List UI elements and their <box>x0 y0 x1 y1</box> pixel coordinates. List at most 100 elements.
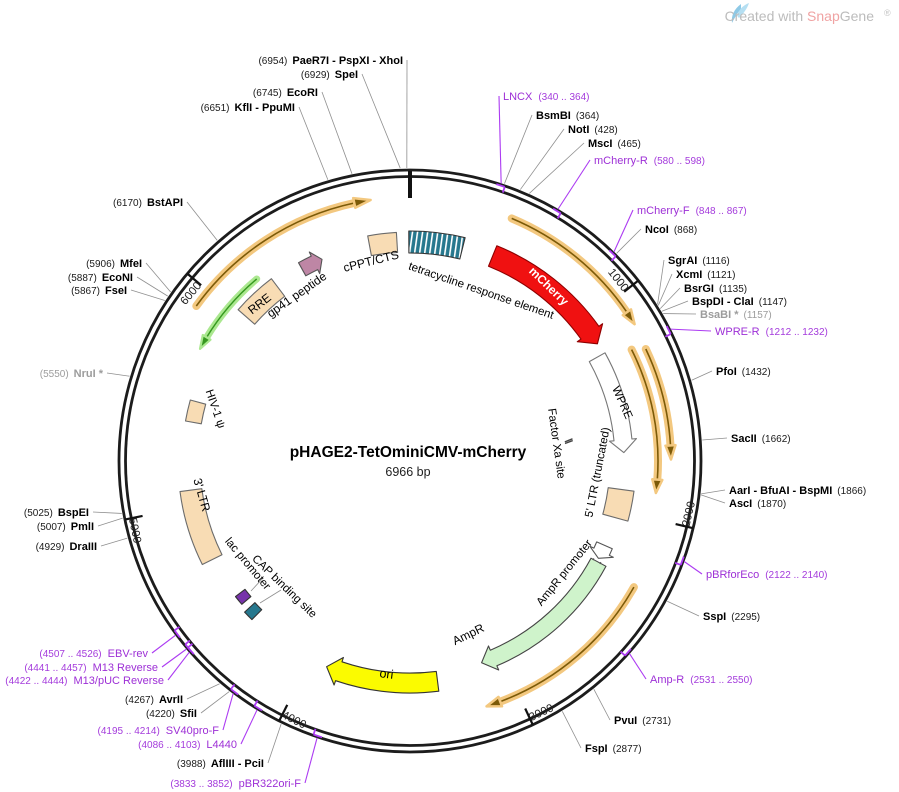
enzyme-label-bstapi[interactable]: (6170)BstAPI <box>113 197 183 209</box>
primer-label-lncx[interactable]: LNCX(340 .. 364) <box>503 91 590 103</box>
enzyme-label-draiii[interactable]: (4929)DraIII <box>36 541 97 553</box>
enzyme-label-pmli[interactable]: (5007)PmlI <box>37 521 94 533</box>
enzyme-label-bsabi[interactable]: BsaBI *(1157) <box>700 309 772 321</box>
leader-line <box>298 106 329 180</box>
primer-label-pbr322ori-f[interactable]: (3833 .. 3852)pBR322ori-F <box>170 778 301 790</box>
primer-label-pbrforeco[interactable]: pBRforEco(2122 .. 2140) <box>706 569 827 581</box>
enzyme-label-ecori[interactable]: (6745)EcoRI <box>253 87 318 99</box>
enzyme-label-paer7i-pspxi-xhoi[interactable]: (6954)PaeR7I - PspXI - XhoI <box>258 55 403 67</box>
leader-line <box>186 683 220 700</box>
enzyme-label-msci[interactable]: MscI(465) <box>588 138 641 150</box>
enzyme-label-sacii[interactable]: SacII(1662) <box>731 433 791 445</box>
feature-cap-binding-site[interactable] <box>244 602 263 621</box>
leader-line <box>593 688 611 721</box>
promoter-boundary-dash <box>599 561 602 565</box>
enzyme-label-sfii[interactable]: (4220)SfiI <box>146 708 197 720</box>
enzyme-label-pvui[interactable]: PvuI(2731) <box>614 715 671 727</box>
primer-label-wpre-r[interactable]: WPRE-R(1212 .. 1232) <box>715 326 828 338</box>
enzyme-label-aari-bfuai-bspmi[interactable]: AarI - BfuAI - BspMI(1866) <box>729 485 866 497</box>
plasmid-title: pHAGE2-TetOminiCMV-mCherry <box>290 444 527 461</box>
enzyme-label-sgrai[interactable]: SgrAI(1116) <box>668 255 730 267</box>
feature-ampr[interactable] <box>481 557 607 671</box>
primer-mark-mcherry-f <box>608 249 617 262</box>
enzyme-label-pfoi[interactable]: PfoI(1432) <box>716 366 771 378</box>
svg-text:5000: 5000 <box>126 517 143 544</box>
feature-5-ltr-truncated[interactable] <box>602 487 635 522</box>
feature-label-hiv-1[interactable]: HIV-1 ψ <box>203 388 227 430</box>
enzyme-label-econi[interactable]: (5887)EcoNI <box>68 272 133 284</box>
feature-rre[interactable] <box>237 278 286 325</box>
enzyme-label-spei[interactable]: (6929)SpeI <box>301 69 358 81</box>
primer-label-l4440[interactable]: (4086 .. 4103)L4440 <box>138 739 237 751</box>
gold-arc-arrow <box>485 583 638 708</box>
primer-leader-line <box>304 737 318 784</box>
feature-ori[interactable] <box>326 656 440 694</box>
feature-label-ampr[interactable]: AmpR <box>450 621 486 648</box>
enzyme-label-noti[interactable]: NotI(428) <box>568 124 618 136</box>
leader-line <box>97 517 123 527</box>
feature-3-ltr[interactable] <box>179 488 223 566</box>
leader-line <box>702 437 728 441</box>
primer-leader-line <box>629 653 647 680</box>
enzyme-label-bspei[interactable]: (5025)BspEI <box>24 507 89 519</box>
primer-mark-pbrforeco <box>674 556 685 566</box>
leader-line <box>361 73 401 169</box>
feature-tetracycline-response-element[interactable] <box>408 230 466 260</box>
feature-hiv-1[interactable] <box>184 399 207 425</box>
leader-line <box>529 142 585 194</box>
enzyme-label-xcmi[interactable]: XcmI(1121) <box>676 269 735 281</box>
leader-line <box>657 259 665 305</box>
enzyme-label-fspi[interactable]: FspI(2877) <box>585 743 642 755</box>
leader-line <box>186 201 218 241</box>
leader-line <box>691 370 713 381</box>
enzyme-label-kfli-ppumi[interactable]: (6651)KflI - PpuMI <box>201 102 295 114</box>
enzyme-label-bsrgi[interactable]: BsrGI(1135) <box>684 283 747 295</box>
leader-line <box>561 711 582 749</box>
enzyme-label-avrii[interactable]: (4267)AvrII <box>125 694 183 706</box>
primer-label-mcherry-f[interactable]: mCherry-F(848 .. 867) <box>637 205 747 217</box>
feature-gp41-peptide[interactable] <box>297 251 323 277</box>
primer-leader-line <box>670 328 712 332</box>
primer-mark-wpre-r <box>664 325 672 338</box>
primer-label-mcherry-r[interactable]: mCherry-R(580 .. 598) <box>594 155 705 167</box>
primer-label-m13-puc-reverse[interactable]: (4422 .. 4444)M13/pUC Reverse <box>5 675 164 687</box>
leader-line <box>250 577 264 592</box>
primer-mark-amp-r <box>619 648 632 657</box>
feature-cppt-cts[interactable] <box>367 231 399 257</box>
enzyme-label-asci[interactable]: AscI(1870) <box>729 498 786 510</box>
feature-ampr-promoter[interactable] <box>589 541 614 559</box>
primer-label-m13-reverse[interactable]: (4441 .. 4457)M13 Reverse <box>24 662 158 674</box>
primer-label-sv40pro-f[interactable]: (4195 .. 4214)SV40pro-F <box>98 725 220 737</box>
enzyme-label-sspi[interactable]: SspI(2295) <box>703 611 760 623</box>
factor-xa-site[interactable] <box>564 438 573 445</box>
leader-line <box>519 128 565 190</box>
enzyme-label-afliii-pcii[interactable]: (3988)AflIII - PciI <box>177 758 264 770</box>
feature-lac-promoter[interactable] <box>234 588 252 605</box>
leader-line <box>504 114 533 184</box>
leader-line <box>130 289 165 301</box>
enzyme-label-ncoi[interactable]: NcoI(868) <box>645 224 697 236</box>
gold-arc-arrow <box>641 345 677 461</box>
feature-mcherry[interactable] <box>487 245 604 345</box>
green-arc-arrow <box>198 275 261 350</box>
leader-line <box>616 228 642 254</box>
primer-mark-ebv-rev <box>173 626 181 639</box>
leader-line <box>145 262 171 293</box>
leader-line <box>700 494 726 504</box>
feature-label-factor-xa-site[interactable]: Factor Xa site <box>545 408 567 480</box>
enzyme-label-mfei[interactable]: (5906)MfeI <box>86 258 142 270</box>
primer-leader-line <box>498 95 502 184</box>
enzyme-label-fsei[interactable]: (5867)FseI <box>71 285 127 297</box>
primer-label-ebv-rev[interactable]: (4507 .. 4526)EBV-rev <box>39 648 148 660</box>
primer-leader-line <box>151 634 176 654</box>
feature-label-ori[interactable]: ori <box>379 666 395 682</box>
feature-wpre[interactable] <box>588 352 637 454</box>
enzyme-label-nrui[interactable]: (5550)NruI * <box>40 368 104 380</box>
plasmid-backbone-outer-ring <box>117 168 703 754</box>
primer-label-amp-r[interactable]: Amp-R(2531 .. 2550) <box>650 674 753 686</box>
primer-leader-line <box>240 709 258 745</box>
enzyme-label-bsmbi[interactable]: BsmBI(364) <box>536 110 599 122</box>
enzyme-label-bspdi-clai[interactable]: BspDI - ClaI(1147) <box>692 296 787 308</box>
